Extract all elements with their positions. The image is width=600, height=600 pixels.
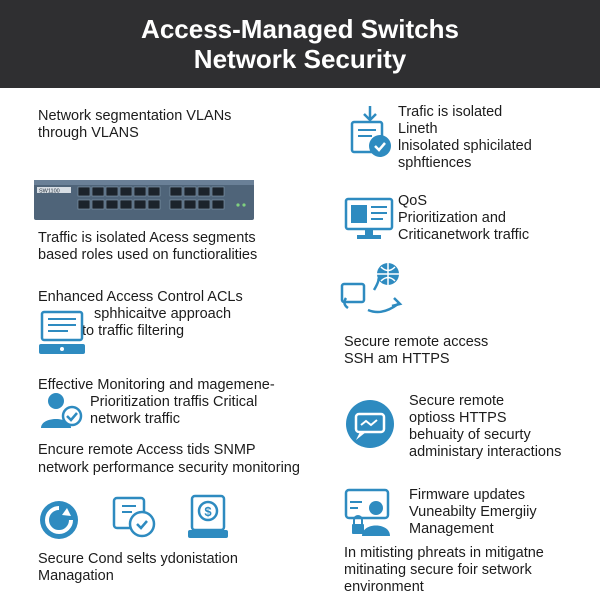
billing-dollar-icon: $ <box>188 494 228 538</box>
refresh-cycle-icon <box>40 501 78 539</box>
user-check-icon <box>41 393 83 428</box>
svg-text:$: $ <box>204 504 212 519</box>
acl-heading: Enhanced Access Control ACLs <box>38 289 243 305</box>
chat-bubble-icon <box>346 400 394 448</box>
firmware-updates-text: Firmware updates Vuneabilty Emergiiy Man… <box>409 487 537 537</box>
snmp-text: network performance security monitoring <box>38 460 300 476</box>
monitor-display-icon <box>344 197 394 239</box>
header-banner: Access-Managed Switchs Network Security <box>0 0 600 88</box>
title-line-2: Network Security <box>193 44 407 74</box>
optioss-https-text: Secure remote optioss HTTPS behuaity of … <box>409 393 562 460</box>
secure-remote-access-text: Secure remote access SSH am HTTPS <box>344 334 489 367</box>
snmp-heading: Encure remote Access tids SNMP <box>38 442 256 458</box>
monitoring-heading: Effective Monitoring and magemene- <box>38 377 275 393</box>
title-line-1: Access-Managed Switchs <box>141 14 459 44</box>
traffic-isolated-text: Trafic is isolated Lineth lnisolated sph… <box>398 104 532 171</box>
threat-mitigation-text: In mitisting phreats in mitigatne mitina… <box>344 545 544 595</box>
secure-cond-text: Secure Cond selts ydonistation Managatio… <box>38 551 238 584</box>
acl-text: sphhicaitve approach to traffic filterin… <box>82 306 232 339</box>
monitoring-text: Prioritization traffis Critical network … <box>90 394 258 427</box>
document-check-icon <box>350 106 391 157</box>
vlan-segmentation-text: Network segmentation VLANs through VLANS <box>38 108 232 141</box>
network-switch-icon: SW1100 <box>34 180 254 220</box>
network-globe-icon <box>340 263 403 314</box>
qos-text: QoS Prioritization and Criticanetwork tr… <box>398 193 530 243</box>
switch-model-label: SW1100 <box>39 189 60 195</box>
acl-laptop-icon <box>39 310 85 354</box>
firmware-user-lock-icon <box>344 488 390 536</box>
traffic-isolation-text: Traffic is isolated Acess segments based… <box>38 230 258 263</box>
secure-badge-icon <box>112 496 156 538</box>
